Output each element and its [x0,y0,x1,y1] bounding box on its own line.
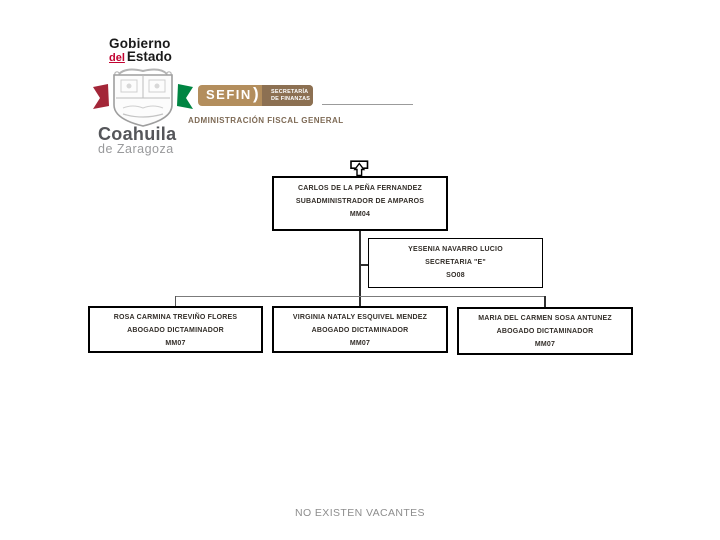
position-code: MM07 [349,340,371,347]
sefin-acronym: SEFIN [206,87,252,102]
person-name: CARLOS DE LA PEÑA FERNANDEZ [298,185,422,192]
position-title: SECRETARIA "E" [425,259,486,266]
estado-word: Estado [126,49,172,64]
coahuila-wordmark: Coahuila [98,124,177,144]
position-title: ABOGADO DICTAMINADOR [496,328,594,335]
position-code: MM07 [165,340,186,347]
position-title: SUBADMINISTRADOR DE AMPAROS [295,198,425,205]
secretaria-line2: DE FINANZAS [271,95,311,102]
header-divider-line [322,104,413,105]
flag-red-ribbon [93,84,109,109]
secretaria-de-finanzas-label: SECRETARÍA DE FINANZAS [271,89,310,102]
zaragoza-wordmark: de Zaragoza [98,142,174,156]
gobierno-text: Gobierno [109,36,171,51]
person-name: YESENIA NAVARRO LUCIO [408,246,503,253]
secretaria-line1: SECRETARÍA [271,89,309,95]
reports-to-above-arrow-icon [350,160,369,177]
coahuila-coat-of-arms [93,68,193,127]
position-title: ABOGADO DICTAMINADOR [311,327,409,334]
sefin-logo-badge: SEFIN ) SECRETARÍA DE FINANZAS [198,84,313,106]
flag-green-ribbon [177,84,193,109]
org-node-abogado-1: ROSA CARMINA TREVIÑO FLORES ABOGADO DICT… [88,306,263,353]
position-code: SO08 [446,272,465,279]
department-title: ADMINISTRACIÓN FISCAL GENERAL [188,116,344,125]
connector-stub-left [175,296,177,306]
org-node-subadministrador: CARLOS DE LA PEÑA FERNANDEZ SUBADMINISTR… [272,176,448,231]
position-title: ABOGADO DICTAMINADOR [127,327,224,334]
person-name: VIRGINIA NATALY ESQUIVEL MENDEZ [292,314,428,321]
org-node-abogado-3: MARIA DEL CARMEN SOSA ANTUNEZ ABOGADO DI… [457,307,633,355]
connector-stub-secretary [359,264,368,266]
vacancies-note: NO EXISTEN VACANTES [295,507,425,519]
org-node-abogado-2: VIRGINIA NATALY ESQUIVEL MENDEZ ABOGADO … [272,306,448,353]
sefin-secretaria-panel: SECRETARÍA DE FINANZAS [262,85,313,106]
del-text: del [109,52,125,64]
position-code: MM04 [349,211,371,218]
org-node-secretaria: YESENIA NAVARRO LUCIO SECRETARIA "E" SO0… [368,238,543,288]
person-name: ROSA CARMINA TREVIÑO FLORES [113,314,238,321]
sefin-chevron-icon: ) [253,84,259,103]
connector-horizontal [175,296,545,298]
person-name: MARIA DEL CARMEN SOSA ANTUNEZ [478,315,612,322]
connector-vertical-main [359,231,361,306]
position-code: MM07 [534,341,556,348]
connector-stub-right [544,296,546,307]
